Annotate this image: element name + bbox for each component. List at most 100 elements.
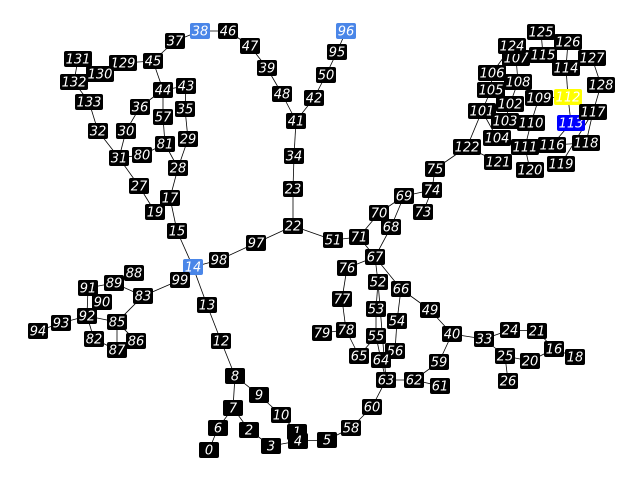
- graph-node-127: 127: [578, 50, 606, 67]
- node-box: [170, 272, 190, 288]
- node-label: 25: [497, 350, 514, 365]
- graph-node-25: 25: [495, 348, 515, 365]
- graph-node-51: 51: [323, 232, 343, 249]
- node-label: 76: [339, 262, 356, 277]
- node-box: [557, 115, 585, 131]
- node-box: [579, 104, 607, 120]
- node-box: [246, 235, 266, 251]
- graph-node-39: 39: [257, 60, 277, 77]
- node-box: [249, 387, 269, 403]
- node-label: 29: [180, 133, 197, 148]
- node-box: [422, 182, 442, 198]
- node-label: 128: [589, 79, 614, 94]
- node-label: 113: [559, 117, 584, 132]
- node-box: [271, 407, 291, 423]
- node-box: [498, 38, 526, 54]
- node-label: 94: [30, 325, 47, 340]
- node-label: 47: [242, 40, 259, 55]
- node-box: [565, 349, 585, 365]
- node-label: 41: [288, 115, 305, 130]
- node-label: 106: [480, 67, 505, 82]
- graph-node-131: 131: [64, 51, 92, 68]
- node-box: [168, 160, 188, 176]
- graph-node-46: 46: [218, 23, 238, 40]
- graph-node-42: 42: [304, 90, 324, 107]
- node-box: [504, 74, 532, 90]
- graph-node-98: 98: [209, 252, 229, 269]
- graph-node-31: 31: [109, 150, 129, 167]
- node-box: [153, 109, 173, 125]
- graph-node-49: 49: [420, 302, 440, 319]
- graph-node-78: 78: [336, 322, 356, 339]
- node-label: 120: [518, 164, 543, 179]
- node-label: 96: [338, 25, 355, 40]
- node-label: 92: [79, 310, 96, 325]
- node-box: [420, 302, 440, 318]
- node-box: [78, 280, 98, 296]
- node-label: 8: [231, 370, 239, 385]
- node-box: [483, 130, 511, 146]
- node-box: [552, 60, 580, 76]
- node-box: [341, 420, 361, 436]
- node-label: 32: [90, 125, 107, 140]
- graph-node-21: 21: [527, 323, 547, 340]
- node-box: [587, 77, 615, 93]
- graph-node-2: 2: [239, 422, 259, 439]
- graph-node-7: 7: [223, 400, 243, 417]
- node-box: [337, 260, 357, 276]
- graph-node-119: 119: [547, 156, 575, 173]
- node-box: [376, 372, 396, 388]
- node-box: [167, 223, 187, 239]
- node-box: [211, 333, 231, 349]
- node-label: 122: [455, 141, 480, 156]
- graph-node-122: 122: [453, 139, 481, 156]
- graph-node-121: 121: [484, 154, 512, 171]
- node-box: [175, 101, 195, 117]
- node-box: [332, 291, 352, 307]
- node-box: [51, 315, 71, 331]
- node-box: [143, 53, 163, 69]
- node-box: [124, 265, 144, 281]
- node-label: 37: [167, 35, 184, 50]
- graph-node-38: 38: [190, 23, 210, 40]
- node-box: [178, 131, 198, 147]
- node-label: 69: [396, 190, 413, 205]
- node-label: 91: [80, 282, 97, 297]
- node-box: [349, 229, 369, 245]
- node-box: [84, 331, 104, 347]
- node-label: 73: [415, 206, 432, 221]
- node-box: [394, 188, 414, 204]
- graph-node-76: 76: [337, 260, 357, 277]
- graph-node-4: 4: [288, 433, 308, 450]
- node-label: 52: [370, 276, 387, 291]
- graph-node-130: 130: [86, 66, 114, 83]
- node-box: [109, 150, 129, 166]
- graph-node-70: 70: [369, 205, 389, 222]
- graph-node-64: 64: [371, 352, 391, 369]
- node-box: [391, 281, 411, 297]
- node-label: 63: [378, 374, 395, 389]
- graph-node-126: 126: [554, 34, 582, 51]
- graph-node-90: 90: [92, 294, 112, 311]
- node-label: 67: [367, 251, 384, 266]
- node-label: 99: [172, 274, 189, 289]
- graph-node-67: 67: [365, 249, 385, 266]
- graph-node-15: 15: [167, 223, 187, 240]
- graph-node-27: 27: [129, 178, 149, 195]
- node-label: 14: [185, 261, 202, 276]
- graph-node-118: 118: [572, 135, 600, 152]
- node-label: 27: [131, 180, 148, 195]
- graph-node-116: 116: [538, 137, 566, 154]
- node-label: 34: [286, 150, 303, 165]
- node-box: [104, 275, 124, 291]
- node-label: 22: [285, 220, 302, 235]
- node-box: [554, 89, 582, 105]
- graph-node-125: 125: [527, 24, 555, 41]
- graph-node-99: 99: [170, 272, 190, 289]
- node-box: [554, 34, 582, 50]
- graph-node-93: 93: [51, 315, 71, 332]
- graph-node-40: 40: [442, 326, 462, 343]
- graph-node-3: 3: [261, 438, 281, 455]
- graph-node-79: 79: [312, 325, 332, 342]
- node-box: [442, 326, 462, 342]
